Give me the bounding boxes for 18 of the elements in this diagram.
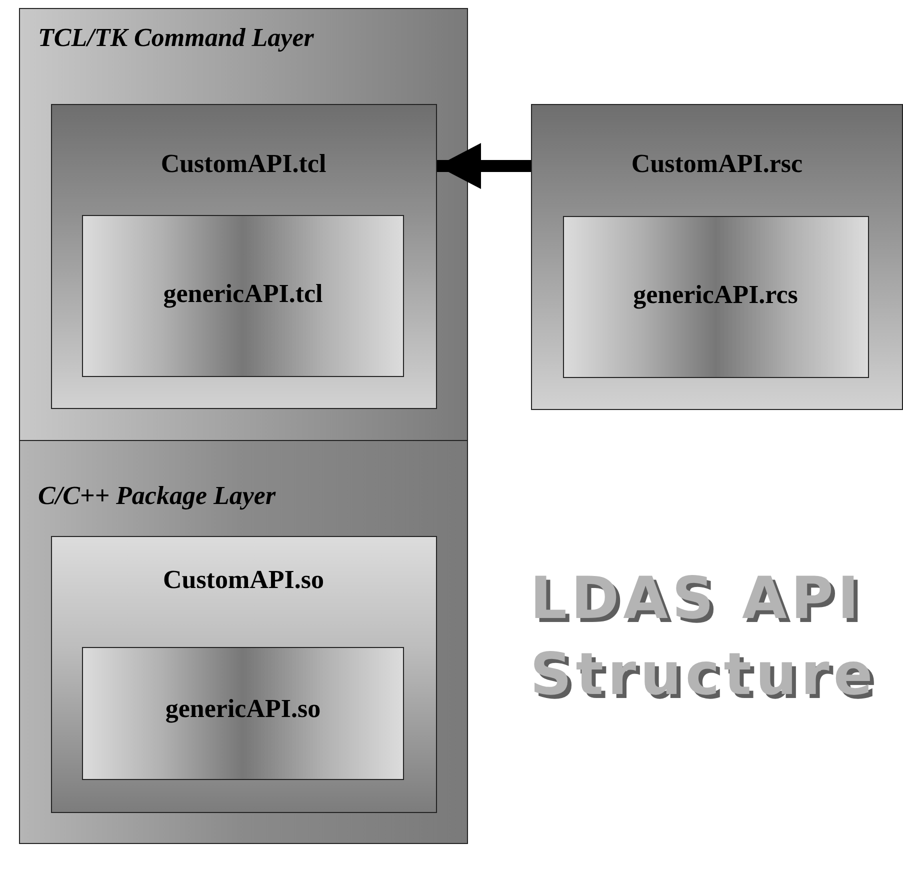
layer-panel — [19, 8, 468, 441]
module-box — [562, 216, 868, 378]
node-label: C/C++ Package Layer — [38, 481, 276, 511]
node-label: genericAPI.so — [165, 694, 321, 724]
node-label: CustomAPI.so — [162, 564, 324, 594]
module-box — [82, 647, 404, 780]
node-label: CustomAPI.rsc — [631, 149, 803, 179]
layer-panel — [19, 440, 468, 844]
module-box — [82, 215, 404, 377]
diagram-title: LDAS API Structure — [530, 563, 878, 710]
module-box — [531, 104, 903, 410]
node-label: TCL/TK Command Layer — [38, 23, 314, 53]
arrow — [437, 143, 531, 189]
node-label: genericAPI.rcs — [633, 280, 798, 310]
module-box — [50, 104, 436, 408]
node-label: CustomAPI.tcl — [160, 148, 326, 178]
module-box — [50, 536, 436, 812]
node-label: genericAPI.tcl — [163, 279, 323, 309]
